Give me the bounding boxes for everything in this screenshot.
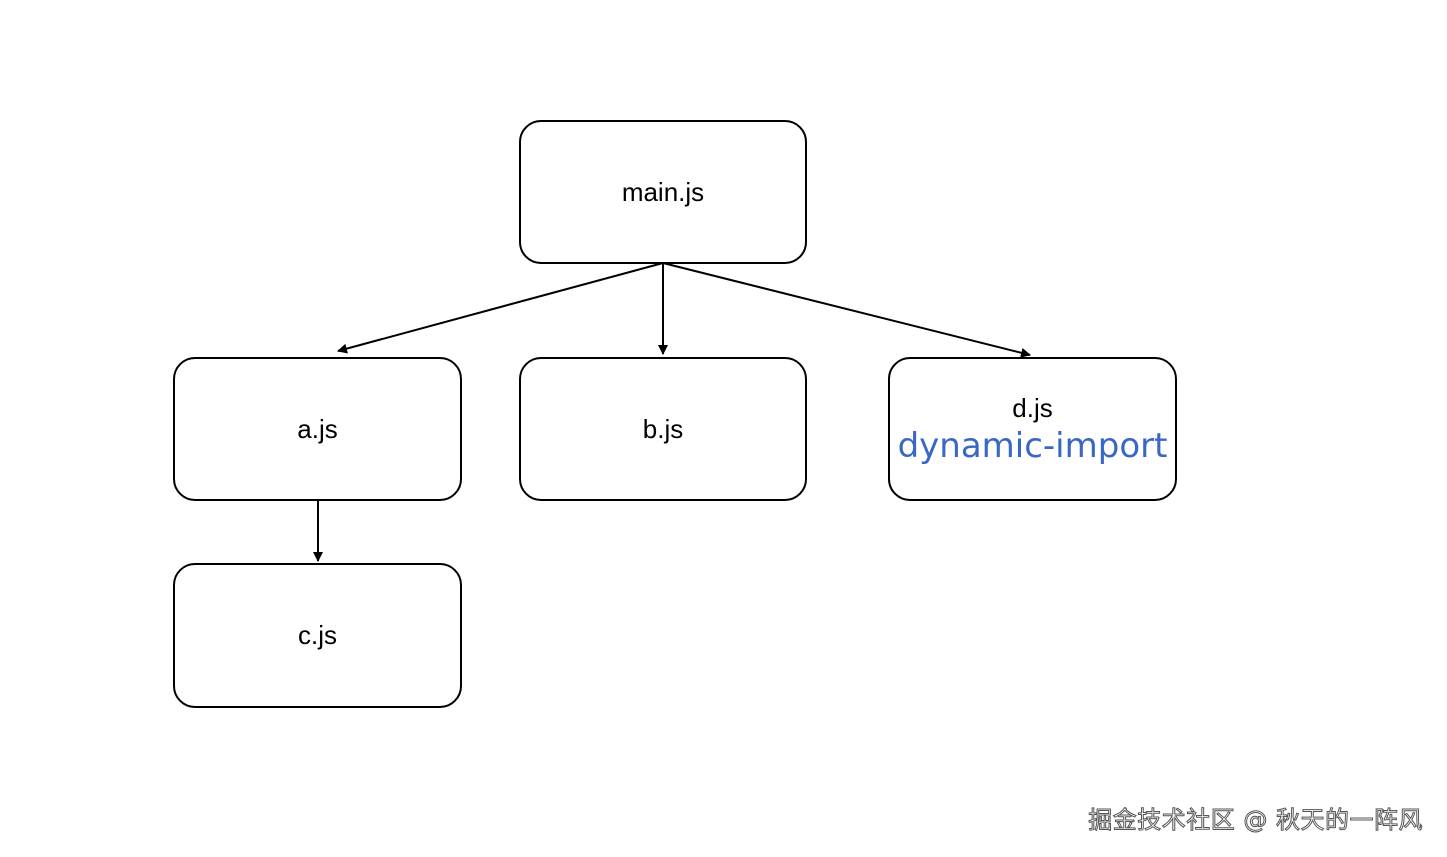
node-b-js: b.js bbox=[519, 357, 807, 501]
node-main-js: main.js bbox=[519, 120, 807, 264]
node-b-label: b.js bbox=[642, 413, 684, 444]
node-a-js: a.js bbox=[173, 357, 462, 501]
node-main-label: main.js bbox=[621, 176, 705, 207]
node-c-label: c.js bbox=[298, 620, 337, 650]
edge-main-to-d bbox=[662, 262, 1031, 358]
node-d-label: d.js bbox=[1012, 392, 1053, 423]
watermark: 掘金技术社区 @ 秋天的一阵风 bbox=[1088, 806, 1423, 835]
node-d-sublabel: dynamic-import bbox=[897, 425, 1168, 466]
node-a-label: a.js bbox=[297, 413, 338, 444]
node-c-js: c.js bbox=[173, 563, 462, 708]
node-d-js: d.js dynamic-import bbox=[888, 357, 1177, 501]
edge-main-to-a bbox=[337, 262, 664, 354]
